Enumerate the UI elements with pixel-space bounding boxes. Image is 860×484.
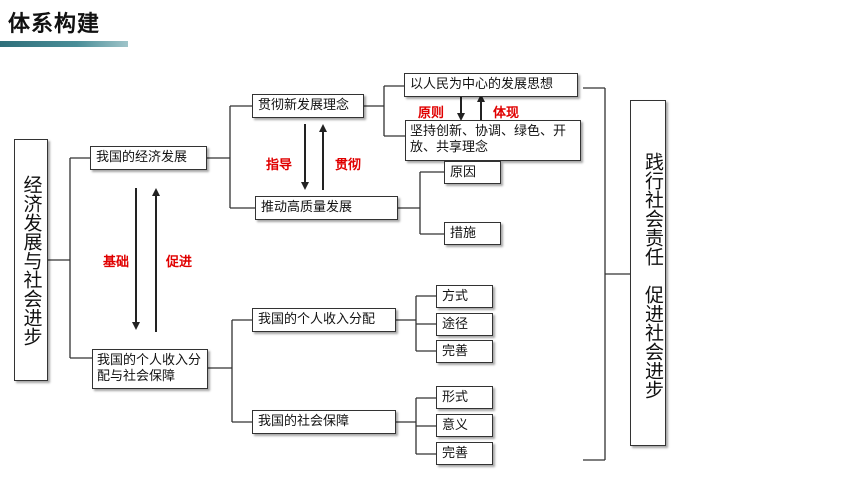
high-quality-box: 推动高质量发展 [255,196,398,220]
root-box: 经济发展与社会进步 [14,139,48,381]
income-distribution-box: 我国的个人收入分配 [252,308,396,332]
income-security-box: 我国的个人收入分配与社会保障 [92,349,208,389]
people-thought-box: 以人民为中心的发展思想 [404,73,578,97]
title-underline [0,41,128,47]
distribution-method-box: 方式 [436,285,493,308]
persist-concept-box: 坚持创新、协调、绿色、开放、共享理念 [405,120,581,161]
quality-measure-box: 措施 [444,222,501,245]
new-concept-box: 贯彻新发展理念 [252,94,364,118]
distribution-path-box: 途径 [436,313,493,336]
security-improve-box: 完善 [436,442,493,465]
security-form-box: 形式 [436,386,493,409]
quality-reason-box: 原因 [444,161,501,184]
guide-label: 指导 [266,158,293,173]
embody-label: 体现 [493,106,520,121]
distribution-improve-box: 完善 [436,340,493,363]
security-meaning-box: 意义 [436,414,493,437]
implement-label: 贯彻 [335,158,362,173]
principle-label: 原则 [418,106,445,121]
conclusion-box: 践行社会责任 促进社会进步 [630,100,666,446]
basis-label: 基础 [103,255,130,270]
economy-box: 我国的经济发展 [90,146,207,170]
promote-label: 促进 [166,255,193,270]
social-security-box: 我国的社会保障 [252,410,396,434]
page-title: 体系构建 [8,12,101,37]
